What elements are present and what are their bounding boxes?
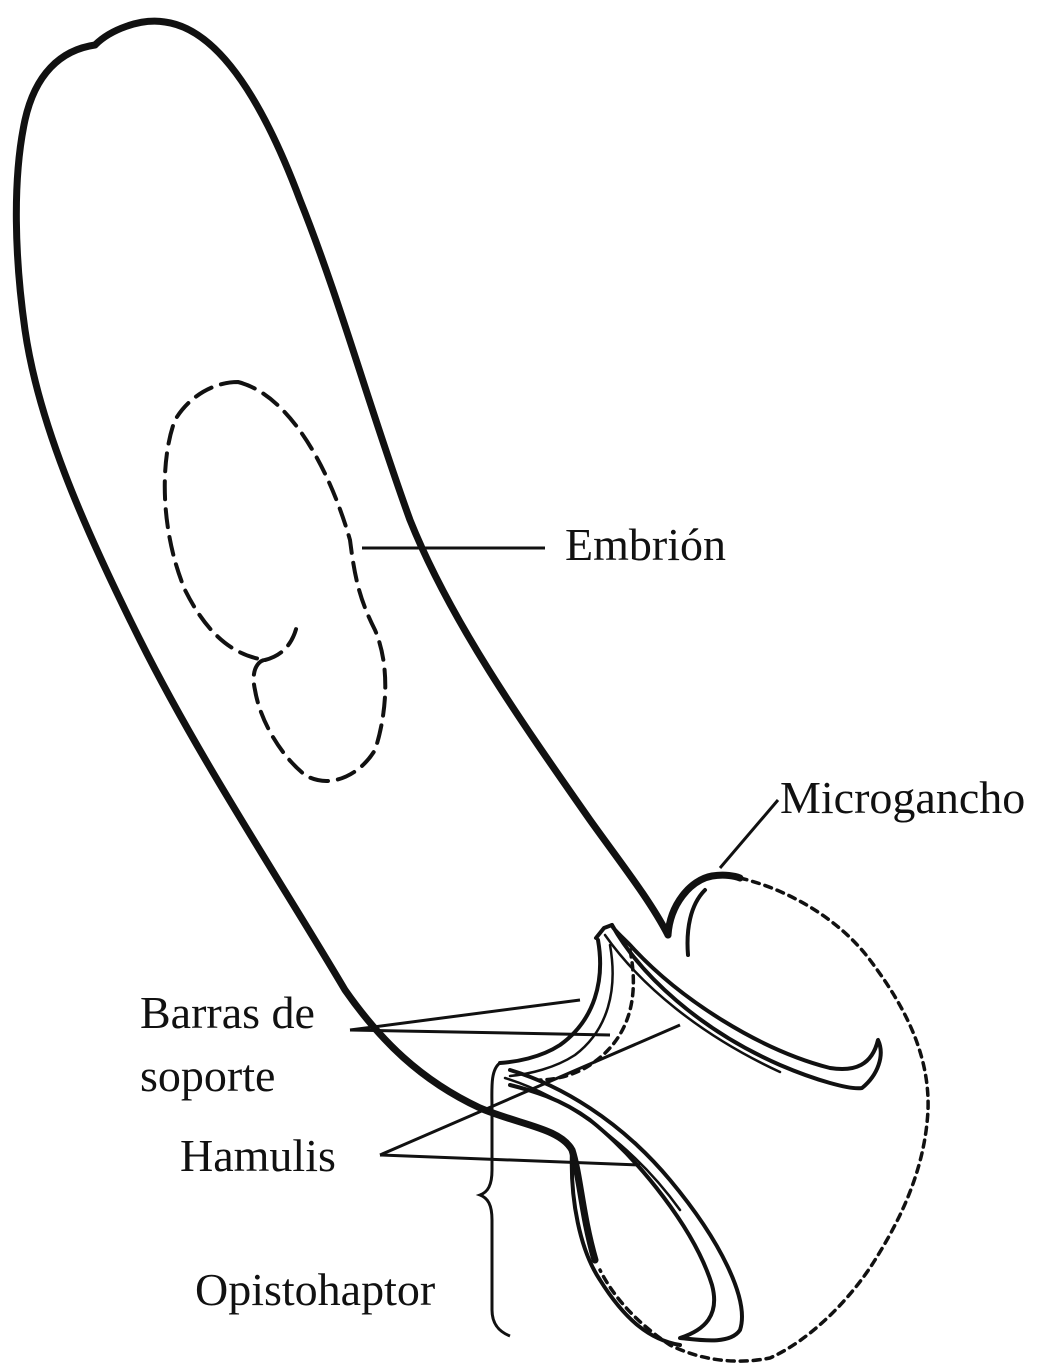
microgancho-leader (720, 800, 778, 868)
support-bar-2 (510, 945, 613, 1076)
lower-hamulus-inner (505, 1078, 680, 1210)
upper-hamulus (612, 925, 881, 1088)
hamulis-leader-1 (380, 1025, 680, 1155)
support-bar-top (596, 925, 612, 938)
hamulis-leader-2 (380, 1155, 640, 1165)
embryo-outline (165, 382, 386, 781)
microhook-dashed-lobe (600, 878, 928, 1361)
barras-leader-1 (350, 1000, 580, 1030)
opistohaptor-label: Opistohaptor (195, 1267, 435, 1313)
lower-hamulus (510, 1070, 742, 1340)
barras-label-line2: soporte (140, 1053, 275, 1099)
microhook (668, 875, 740, 935)
body-outline-right (95, 21, 668, 935)
embryo-inner-line (265, 620, 298, 660)
haptor-lower-outline (572, 1150, 680, 1345)
embrion-label: Embrión (565, 522, 726, 568)
barras-leader-2 (350, 1030, 610, 1035)
barras-label-line1: Barras de (140, 990, 315, 1036)
hamulis-label: Hamulis (180, 1133, 336, 1179)
microgancho-label: Microgancho (780, 775, 1025, 821)
microhook-stem (688, 890, 705, 955)
